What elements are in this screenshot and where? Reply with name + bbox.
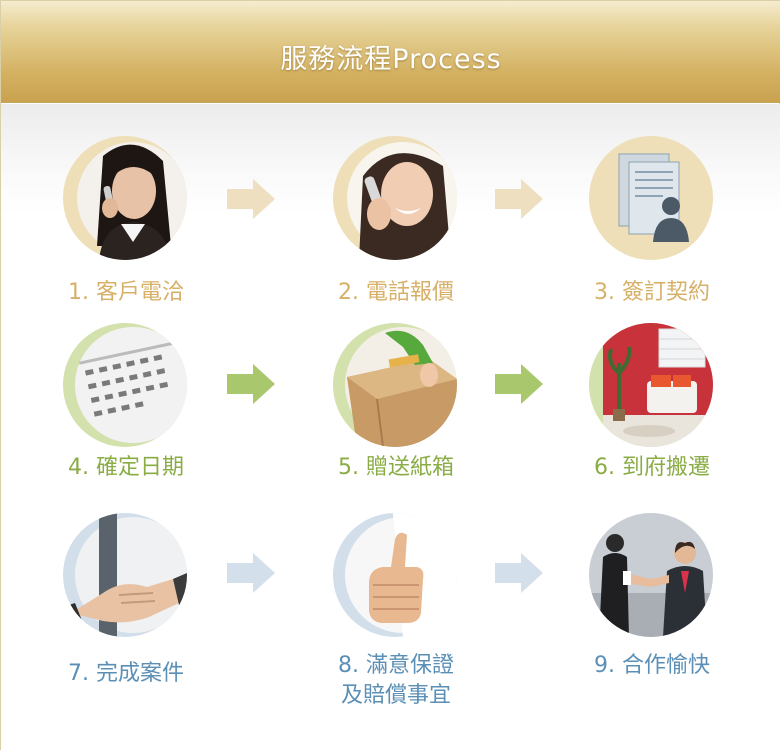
arrow-right-icon <box>495 553 543 593</box>
smiling-woman-phone-photo <box>333 136 457 260</box>
contract-documents-icon <box>589 136 713 260</box>
step-label: 9. 合作愉快 <box>594 653 710 678</box>
step-label: 6. 到府搬遷 <box>594 455 710 480</box>
thumbs-up-photo <box>333 513 457 637</box>
step-3: 3. 簽訂契約 <box>557 136 747 316</box>
step-7: 7. 完成案件 <box>31 513 221 693</box>
arrow-right-icon <box>227 364 275 404</box>
business-handshake-photo <box>589 513 713 637</box>
woman-on-phone-photo <box>63 136 187 260</box>
step-label: 5. 贈送紙箱 <box>338 455 454 480</box>
living-room-photo <box>589 323 713 447</box>
step-label: 7. 完成案件 <box>68 661 184 686</box>
calendar-photo <box>63 323 187 447</box>
arrow-right-icon <box>227 553 275 593</box>
arrow-right-icon <box>495 364 543 404</box>
step-label: 8. 滿意保證 <box>338 653 454 678</box>
step-6: 6. 到府搬遷 <box>557 323 747 503</box>
step-label: 1. 客戶電洽 <box>68 280 184 305</box>
handshake-photo <box>63 513 187 637</box>
step-8: 8. 滿意保證 及賠償事宜 <box>301 513 491 708</box>
step-2: 2. 電話報價 <box>301 136 491 316</box>
step-label: 4. 確定日期 <box>68 455 184 480</box>
arrow-right-icon <box>227 179 275 219</box>
arrow-right-icon <box>495 179 543 219</box>
step-4: 4. 確定日期 <box>31 323 221 503</box>
step-label-line-2: 及賠償事宜 <box>340 683 451 708</box>
cardboard-box-photo <box>333 323 457 447</box>
page-title: 服務流程Process <box>280 44 502 75</box>
step-9: 9. 合作愉快 <box>557 513 747 693</box>
step-label: 3. 簽訂契約 <box>594 280 710 305</box>
step-5: 5. 贈送紙箱 <box>301 323 491 503</box>
header-bar: 服務流程Process <box>1 1 780 103</box>
step-1: 1. 客戶電洽 <box>31 136 221 316</box>
step-label: 2. 電話報價 <box>338 280 454 305</box>
